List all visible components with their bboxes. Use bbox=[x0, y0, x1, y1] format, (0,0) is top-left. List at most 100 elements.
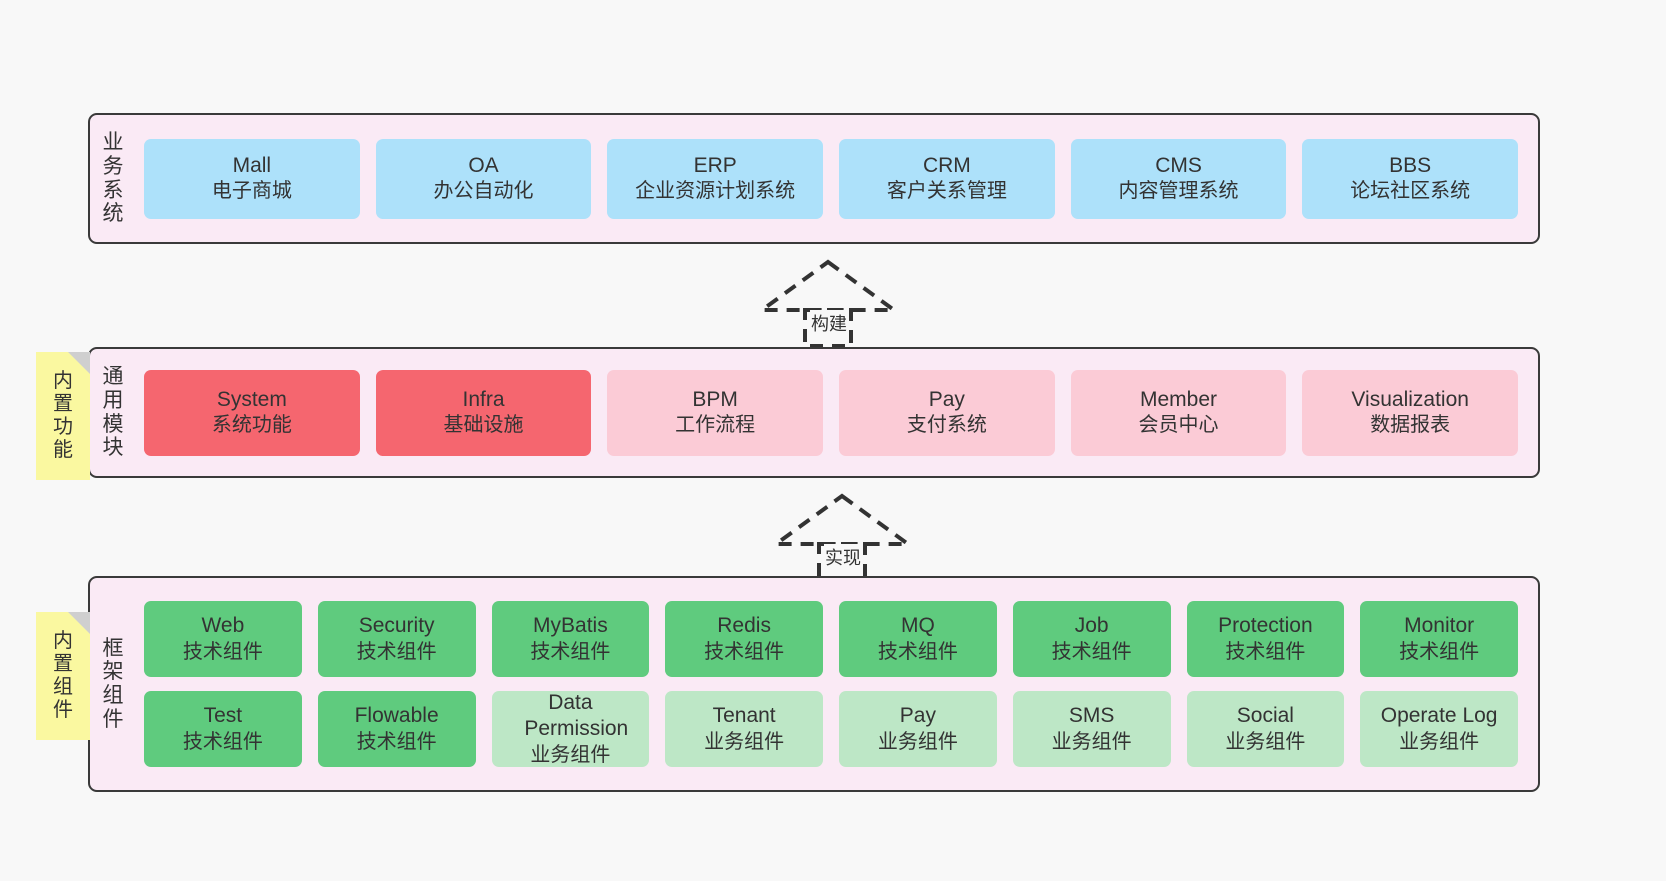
node-subtitle: 业务组件 bbox=[877, 730, 958, 753]
node-erp[interactable]: ERP 企业资源计划系统 bbox=[607, 138, 824, 219]
note-builtin-component: 内 置 组 件 bbox=[36, 612, 90, 740]
framework-row-business: Test 技术组件 Flowable 技术组件 Data Permission … bbox=[144, 691, 1518, 767]
node-data-permission[interactable]: Data Permission 业务组件 bbox=[491, 690, 650, 767]
node-mall[interactable]: Mall 电子商城 bbox=[144, 138, 360, 219]
layer-label-char: 务 bbox=[102, 154, 124, 178]
node-pay-component[interactable]: Pay 业务组件 bbox=[839, 691, 997, 767]
node-title: Test bbox=[203, 704, 243, 728]
node-subtitle: 业务组件 bbox=[1225, 730, 1306, 753]
node-cms[interactable]: CMS 内容管理系统 bbox=[1070, 138, 1287, 219]
node-bpm[interactable]: BPM 工作流程 bbox=[607, 369, 824, 456]
node-title: OA bbox=[468, 153, 499, 177]
node-subtitle: 业务组件 bbox=[530, 743, 611, 766]
node-test[interactable]: Test 技术组件 bbox=[144, 691, 302, 767]
node-subtitle: 企业资源计划系统 bbox=[635, 180, 796, 203]
node-crm[interactable]: CRM 客户关系管理 bbox=[839, 138, 1055, 219]
node-title: ERP bbox=[693, 153, 737, 177]
node-security[interactable]: Security 技术组件 bbox=[317, 601, 476, 677]
layer-label-business-system: 业 务 系 统 bbox=[90, 115, 136, 242]
layer-business-system: 业 务 系 统 Mall 电子商城 OA 办公自动化 ERP 企业资源计划系统 … bbox=[88, 113, 1540, 244]
node-subtitle: 技术组件 bbox=[1051, 640, 1132, 663]
node-redis[interactable]: Redis 技术组件 bbox=[665, 601, 823, 677]
node-bbs[interactable]: BBS 论坛社区系统 bbox=[1302, 138, 1519, 219]
layer-label-char: 业 bbox=[102, 131, 124, 155]
node-member[interactable]: Member 会员中心 bbox=[1070, 369, 1287, 456]
node-title: CRM bbox=[922, 153, 971, 177]
layer-body-framework-component: Web 技术组件 Security 技术组件 MyBatis 技术组件 Redi… bbox=[136, 578, 1538, 790]
node-infra[interactable]: Infra 基础设施 bbox=[375, 369, 592, 456]
layer-label-char: 通 bbox=[102, 365, 124, 389]
note-char: 置 bbox=[53, 653, 73, 676]
node-subtitle: 技术组件 bbox=[356, 730, 437, 753]
node-mybatis[interactable]: MyBatis 技术组件 bbox=[491, 601, 650, 677]
note-fold-corner-icon bbox=[68, 352, 90, 374]
node-visualization[interactable]: Visualization 数据报表 bbox=[1302, 369, 1519, 456]
layer-label-char: 框 bbox=[102, 636, 124, 660]
node-title: BBS bbox=[1389, 153, 1432, 177]
node-subtitle: 内容管理系统 bbox=[1118, 180, 1239, 203]
layer-label-char: 统 bbox=[102, 202, 124, 226]
node-protection[interactable]: Protection 技术组件 bbox=[1186, 601, 1345, 677]
node-title: Security bbox=[358, 614, 435, 638]
node-title: Visualization bbox=[1351, 387, 1469, 411]
framework-row-tech: Web 技术组件 Security 技术组件 MyBatis 技术组件 Redi… bbox=[144, 601, 1518, 677]
node-title: Redis bbox=[717, 614, 771, 638]
node-title: Data Permission bbox=[524, 690, 629, 741]
node-social[interactable]: Social 业务组件 bbox=[1186, 691, 1345, 767]
node-title: MQ bbox=[900, 614, 935, 638]
note-char: 能 bbox=[53, 438, 73, 461]
node-subtitle: 基础设施 bbox=[443, 414, 524, 437]
layer-label-char: 块 bbox=[102, 436, 124, 460]
node-pay-module[interactable]: Pay 支付系统 bbox=[839, 369, 1055, 456]
node-title: Flowable bbox=[354, 704, 439, 728]
node-system[interactable]: System 系统功能 bbox=[144, 369, 360, 456]
note-char: 功 bbox=[53, 416, 73, 438]
layer-label-char: 组 bbox=[102, 684, 124, 707]
node-subtitle: 技术组件 bbox=[1225, 640, 1306, 663]
node-subtitle: 技术组件 bbox=[1399, 640, 1480, 663]
node-title: System bbox=[216, 387, 287, 411]
node-subtitle: 业务组件 bbox=[704, 730, 785, 753]
node-subtitle: 客户关系管理 bbox=[886, 180, 1007, 203]
node-subtitle: 系统功能 bbox=[211, 414, 292, 437]
node-oa[interactable]: OA 办公自动化 bbox=[375, 138, 592, 219]
node-web[interactable]: Web 技术组件 bbox=[144, 601, 302, 677]
node-title: Job bbox=[1074, 614, 1109, 638]
node-subtitle: 业务组件 bbox=[1399, 730, 1480, 753]
node-tenant[interactable]: Tenant 业务组件 bbox=[665, 691, 823, 767]
layer-label-char: 模 bbox=[102, 412, 124, 436]
node-subtitle: 工作流程 bbox=[675, 414, 756, 437]
connector-build: 构建 bbox=[755, 258, 901, 348]
node-title: Mall bbox=[232, 153, 272, 177]
node-subtitle: 办公自动化 bbox=[433, 180, 534, 203]
node-subtitle: 业务组件 bbox=[1051, 730, 1132, 753]
note-char: 组 bbox=[53, 676, 73, 698]
node-title: Infra bbox=[462, 387, 505, 411]
node-title: Pay bbox=[899, 704, 936, 728]
node-subtitle: 会员中心 bbox=[1138, 414, 1219, 437]
layer-framework-component: 框 架 组 件 Web 技术组件 Security 技术组件 MyBatis 技… bbox=[88, 576, 1540, 792]
node-title: Member bbox=[1140, 387, 1218, 411]
layer-body-business-system: Mall 电子商城 OA 办公自动化 ERP 企业资源计划系统 CRM 客户关系… bbox=[136, 115, 1538, 242]
node-title: SMS bbox=[1068, 704, 1115, 728]
node-title: BPM bbox=[692, 387, 738, 411]
connector-build-label: 构建 bbox=[810, 310, 848, 336]
node-job[interactable]: Job 技术组件 bbox=[1012, 601, 1171, 677]
node-title: Social bbox=[1236, 704, 1294, 728]
node-title: Tenant bbox=[712, 704, 776, 728]
note-fold-corner-icon bbox=[68, 612, 90, 634]
node-flowable[interactable]: Flowable 技术组件 bbox=[317, 691, 476, 767]
layer-label-char: 用 bbox=[102, 388, 124, 412]
node-operate-log[interactable]: Operate Log 业务组件 bbox=[1360, 691, 1518, 767]
node-title: Pay bbox=[928, 387, 965, 411]
node-title: Web bbox=[201, 614, 245, 638]
node-monitor[interactable]: Monitor 技术组件 bbox=[1360, 601, 1518, 677]
connector-implement-label: 实现 bbox=[824, 544, 862, 570]
connector-implement: 实现 bbox=[769, 492, 915, 582]
node-mq[interactable]: MQ 技术组件 bbox=[839, 601, 997, 677]
note-char: 内 bbox=[53, 370, 73, 393]
node-subtitle: 技术组件 bbox=[182, 640, 263, 663]
node-sms[interactable]: SMS 业务组件 bbox=[1012, 691, 1171, 767]
node-title: Operate Log bbox=[1380, 704, 1498, 728]
